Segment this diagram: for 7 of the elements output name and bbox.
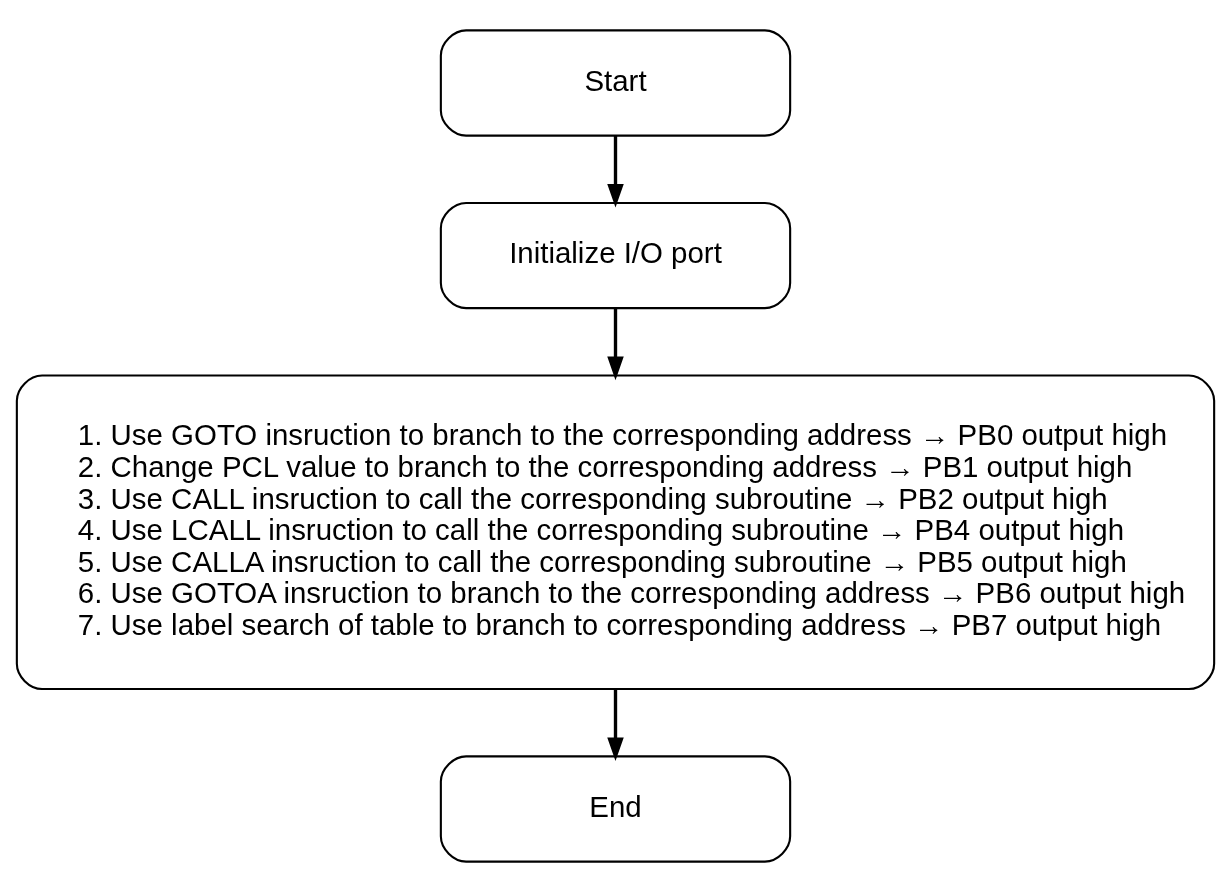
node-box: 1. Use GOTO insruction to branch to the corresponding address → PB0 output high 2. Change PCL value to branch to the corresponding address → PB1 output high 3. Use CALL insruction to call the corresponding subroutine → PB2 output high 4. Use LCALL insruction to call the corresponding subroutine → PB4 output high 5. Use CALLA insruction to call the corresponding subroutine → PB5 output high 6. Use GOTOA insruction to branch to the corresponding address → PB6 output high 7. Use label search of table to branch to corresponding address → PB7 output high [15, 374, 1216, 691]
node-box: End [439, 755, 792, 863]
arrow [607, 135, 624, 208]
node-box: Start [439, 29, 792, 137]
arrow [607, 308, 624, 381]
node-box: Initialize I/O port [439, 201, 792, 310]
arrow [607, 689, 624, 762]
